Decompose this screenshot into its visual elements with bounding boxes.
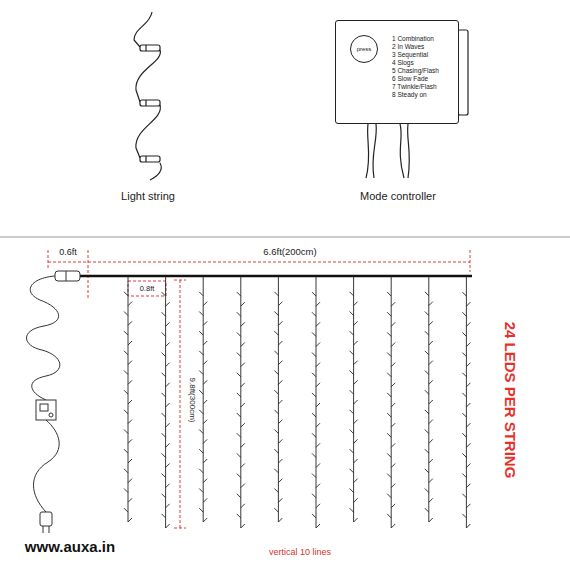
watermark: www.auxa.in	[25, 539, 115, 554]
led-strand	[199, 276, 207, 522]
mode-item: 4 Slogs	[392, 59, 439, 67]
mode-item: 1 Combination	[392, 35, 439, 43]
button-label: press	[357, 46, 372, 52]
power-cord	[27, 271, 81, 533]
mode-item: 8 Steady on	[392, 91, 439, 99]
led-strand	[237, 276, 245, 528]
dimension: 0.6ft	[59, 248, 77, 257]
note: vertical 10 lines	[269, 548, 331, 557]
led-strand	[162, 276, 170, 528]
led-strand	[350, 276, 358, 522]
mode-item: 6 Slow Fade	[392, 75, 439, 83]
led-strands	[124, 276, 470, 528]
dimension: 0.8ft	[140, 285, 155, 293]
press-button: press	[350, 35, 378, 63]
dimension-lines	[48, 250, 470, 528]
led-strand	[124, 276, 132, 522]
mode-item: 5 Chasing/Flash	[392, 67, 439, 75]
spec-note: 24 LEDS PER STRING	[503, 322, 518, 479]
mode-list: 1 Combination2 In Waves3 Sequential4 Slo…	[392, 35, 439, 99]
caption: Mode controller	[360, 191, 436, 202]
dimension: 6.6ft(200cm)	[263, 247, 316, 257]
mode-item: 7 Twinkle/Flash	[392, 83, 439, 91]
divider	[0, 237, 570, 238]
led-strand	[312, 276, 320, 528]
mode-item: 3 Sequential	[392, 51, 439, 59]
led-strand	[425, 276, 433, 522]
led-strand	[387, 276, 395, 528]
led-strand	[274, 276, 282, 522]
mode-item: 2 In Waves	[392, 43, 439, 51]
dimension: 9.8ft(300cm)	[187, 376, 197, 425]
led-strand	[462, 276, 470, 528]
caption: Light string	[121, 191, 175, 202]
main-wire	[80, 275, 472, 278]
light-string	[134, 12, 161, 180]
controller-box: 1 Combination2 In Waves3 Sequential4 Slo…	[335, 20, 459, 124]
